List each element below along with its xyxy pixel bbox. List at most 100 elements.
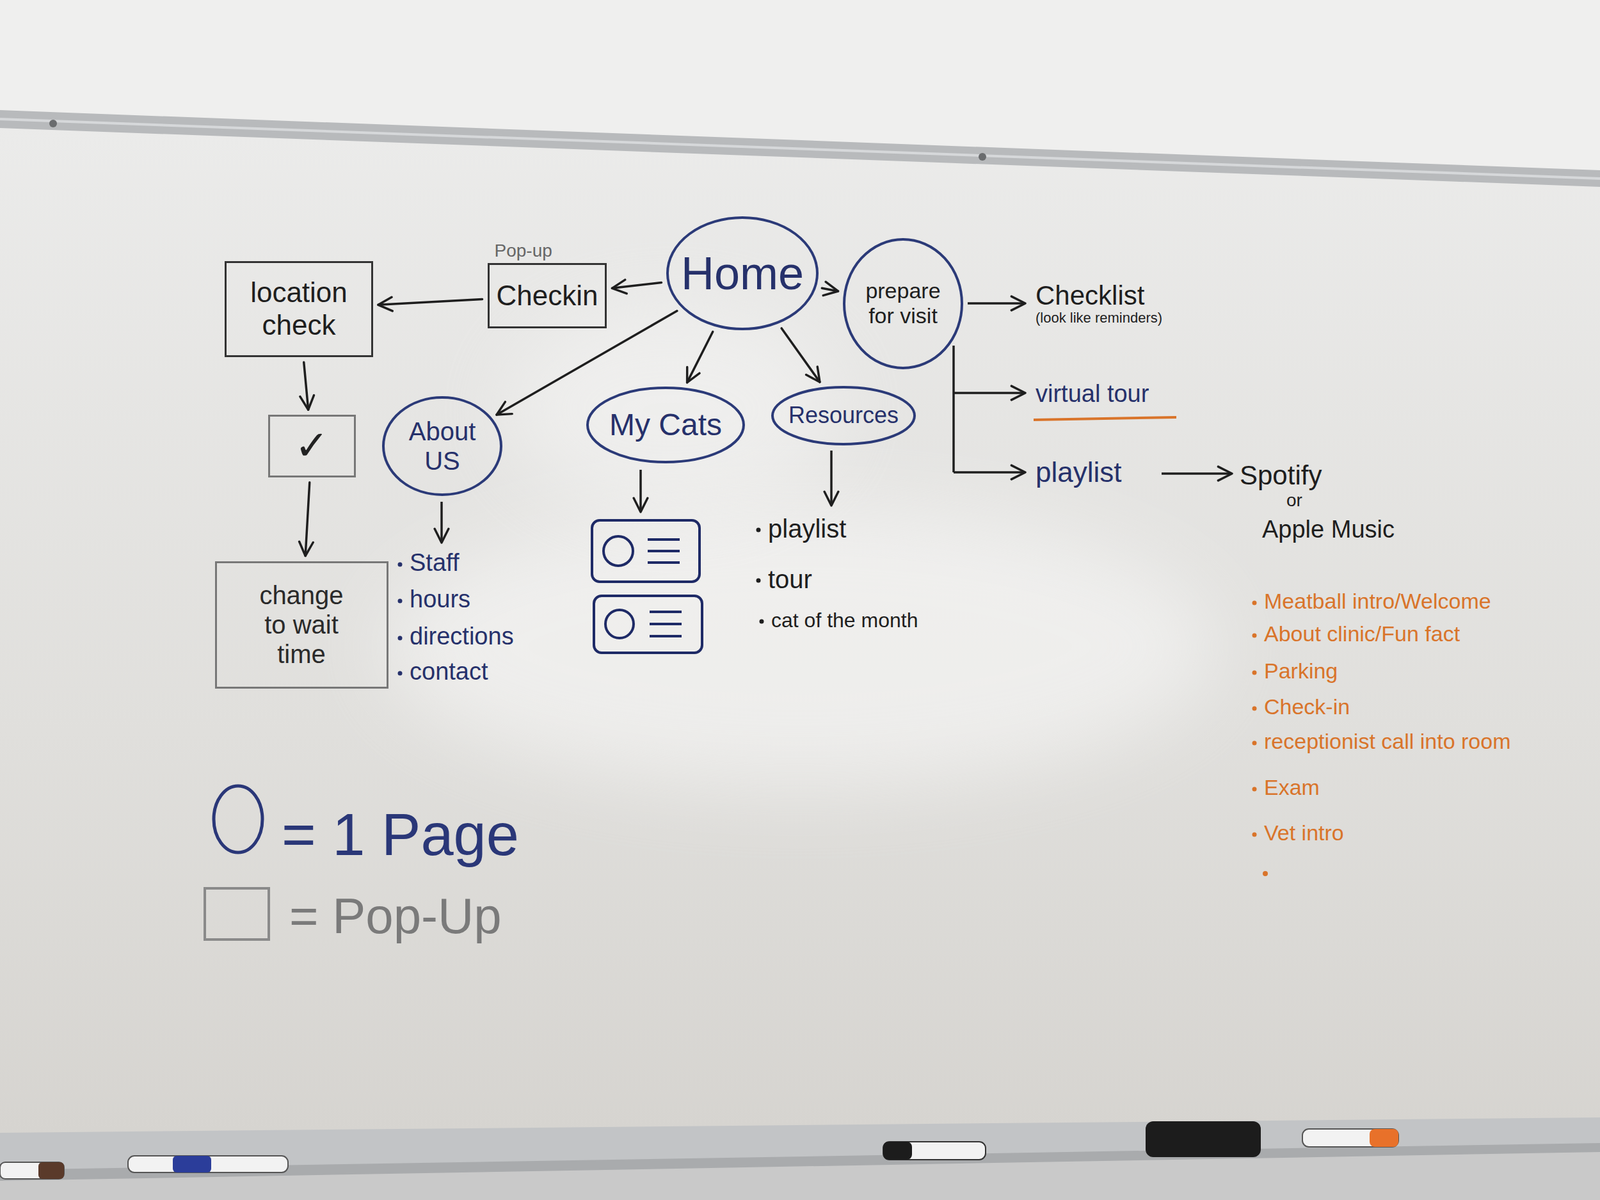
orange-marker bbox=[1302, 1128, 1399, 1147]
list-item: directions bbox=[409, 622, 514, 651]
glare bbox=[384, 505, 1216, 788]
node-text-group: My Cats bbox=[609, 407, 722, 443]
bullet-dot bbox=[398, 599, 403, 604]
tour-step: About clinic/Fun fact bbox=[1264, 621, 1460, 647]
tray-lip bbox=[0, 1143, 1600, 1181]
legend-text: = 1 Page bbox=[281, 801, 520, 870]
service-label: Apple Music bbox=[1262, 515, 1395, 544]
list-item: Staff bbox=[409, 549, 459, 578]
connector-arrow bbox=[304, 362, 309, 410]
marker-cap bbox=[1369, 1128, 1399, 1147]
node-text-group: change to wait time bbox=[250, 580, 353, 669]
connector-arrow bbox=[687, 331, 713, 383]
ellipse-outline bbox=[381, 395, 504, 497]
legend-text: = Pop-Up bbox=[289, 887, 502, 946]
leader-arrow bbox=[1161, 472, 1232, 475]
connector-arrow bbox=[305, 482, 310, 557]
service-label: Spotify bbox=[1239, 460, 1322, 491]
node-label: ✓ bbox=[294, 422, 329, 470]
bullet-dot bbox=[1252, 741, 1257, 746]
marker-cap bbox=[38, 1162, 64, 1179]
leader-arrow bbox=[967, 302, 1026, 305]
marker-tray bbox=[0, 1117, 1600, 1178]
page-circle: prepare for visit bbox=[842, 237, 964, 370]
marker-cap bbox=[883, 1141, 912, 1160]
frame-screw bbox=[978, 152, 987, 161]
ellipse-outline-path bbox=[587, 387, 744, 463]
node-text-group: Checkin bbox=[496, 279, 599, 313]
page-circle: My Cats bbox=[585, 385, 746, 464]
frame-screw bbox=[49, 119, 57, 128]
orange-dot bbox=[1262, 871, 1268, 877]
black-marker bbox=[883, 1141, 986, 1160]
card-lines bbox=[647, 539, 680, 563]
check-box: ✓ bbox=[268, 414, 356, 478]
tour-step: Exam bbox=[1264, 775, 1320, 800]
bullet-dot bbox=[756, 528, 761, 533]
leader-arrow bbox=[953, 471, 1026, 474]
leader-arrow bbox=[953, 391, 1026, 395]
card-lines bbox=[649, 611, 682, 637]
legend-square-sample bbox=[204, 888, 269, 940]
node-label: Home bbox=[680, 247, 804, 301]
bullet-dot bbox=[1252, 600, 1257, 606]
ellipse-outline-path bbox=[844, 239, 962, 368]
ellipse-outline-path bbox=[667, 217, 818, 329]
node-label: My Cats bbox=[609, 407, 722, 443]
legend-circle-sample bbox=[213, 785, 263, 853]
popup-box: location check bbox=[224, 261, 374, 358]
bullet-dot bbox=[398, 671, 403, 676]
page-circle: About US bbox=[381, 395, 504, 497]
board-frame-top bbox=[0, 110, 1600, 187]
tour-step: Vet intro bbox=[1264, 820, 1344, 846]
home-page: Home bbox=[665, 215, 820, 331]
bullet-dot bbox=[398, 562, 403, 568]
connector-arrow bbox=[781, 328, 820, 383]
service-label: or bbox=[1286, 490, 1303, 511]
tour-step: receptionist call into room bbox=[1264, 728, 1512, 754]
cat-card bbox=[593, 595, 703, 653]
card-avatar bbox=[603, 536, 633, 566]
card-avatar bbox=[605, 609, 634, 639]
brown-marker bbox=[0, 1162, 64, 1179]
ellipse-outline-path bbox=[772, 387, 915, 445]
bullet-dot bbox=[1252, 706, 1257, 712]
leader-arrow bbox=[440, 501, 443, 543]
tour-step: Check-in bbox=[1264, 694, 1350, 720]
blue-marker bbox=[128, 1155, 288, 1173]
bullet-dot bbox=[1252, 633, 1257, 639]
connector-arrow bbox=[378, 298, 483, 305]
node-text-group: location check bbox=[234, 276, 363, 342]
bullet-dot bbox=[1252, 832, 1257, 838]
underline bbox=[1033, 417, 1177, 420]
popup-box: change to wait time bbox=[215, 561, 389, 689]
list-item: contact bbox=[409, 657, 489, 687]
popup-tag: Pop-up bbox=[494, 241, 553, 262]
node-label: About US bbox=[400, 416, 484, 476]
bullet-dot bbox=[756, 578, 761, 584]
connector-arrow bbox=[611, 282, 662, 289]
board-surface bbox=[0, 126, 1600, 1135]
leader-arrow bbox=[830, 450, 833, 506]
tour-step: Meatball intro/Welcome bbox=[1264, 588, 1492, 614]
bullet-dot bbox=[398, 636, 403, 641]
page-label: playlist bbox=[1035, 456, 1122, 489]
bullet-dot bbox=[759, 619, 765, 624]
marker-cap bbox=[172, 1155, 212, 1173]
tour-step: Parking bbox=[1264, 658, 1338, 684]
node-label: location check bbox=[234, 276, 363, 342]
node-label: change to wait time bbox=[250, 580, 353, 669]
cat-card bbox=[592, 520, 700, 582]
node-label: Checkin bbox=[496, 279, 599, 313]
page-circle: Resources bbox=[770, 385, 917, 447]
node-text-group: prepare for visit bbox=[860, 278, 947, 329]
node-text-group: About US bbox=[400, 416, 484, 476]
node-text-group: Home bbox=[680, 247, 804, 301]
frame-highlight bbox=[0, 119, 1600, 179]
node-text-group: ✓ bbox=[294, 422, 329, 470]
node-label: prepare for visit bbox=[860, 278, 947, 329]
ellipse-outline-path bbox=[383, 397, 502, 495]
list-item: hours bbox=[409, 585, 471, 614]
